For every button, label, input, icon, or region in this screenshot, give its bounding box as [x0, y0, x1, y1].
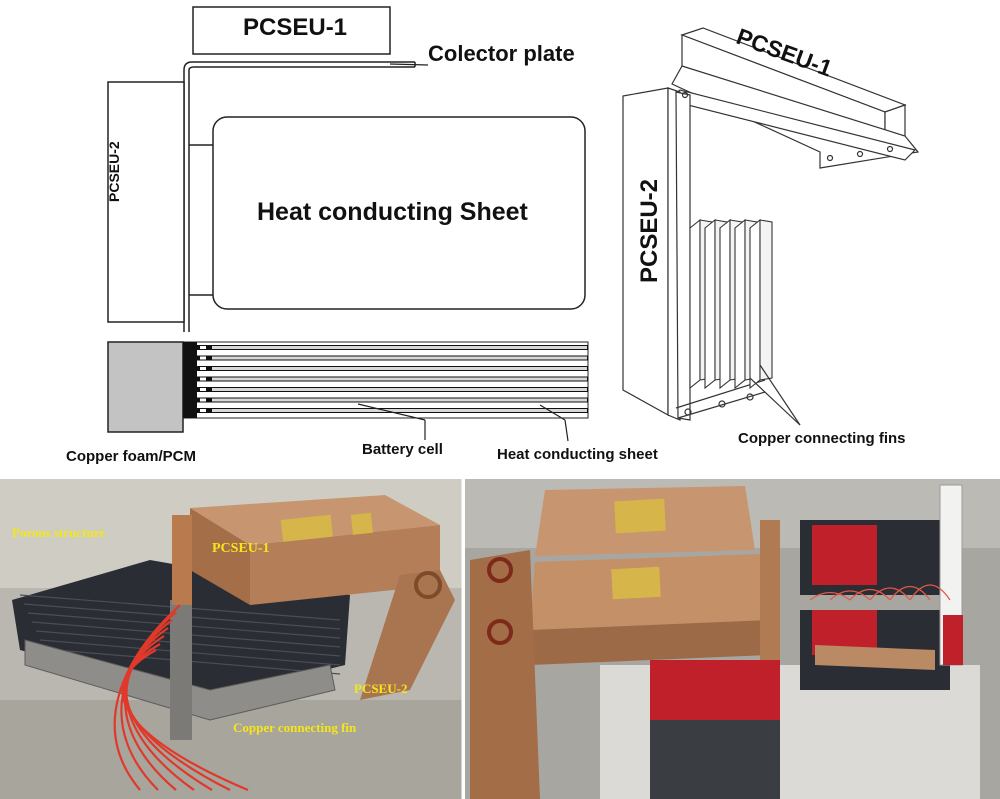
copper-fin-3d — [719, 218, 731, 390]
pcseu2-label-2d: PCSEU-2 — [106, 141, 122, 202]
copper-fin-3d — [734, 218, 746, 390]
pcseu1-photo-label: PCSEU-1 — [212, 541, 270, 556]
copper-foam-pcm-label: Copper foam/PCM — [66, 448, 197, 465]
battery-cell-stack — [183, 342, 588, 418]
schematic-2d — [107, 6, 586, 332]
collector-plate-label: Colector plate — [428, 41, 575, 66]
copper-fin-3d — [704, 218, 716, 390]
copper-fin-photo-label: Copper connecting fin — [233, 720, 357, 735]
battery-pack-2d — [107, 63, 589, 442]
battery-cell-label: Battery cell — [362, 441, 443, 458]
copper-fin-3d — [689, 218, 701, 390]
heat-conducting-sheet-label: Heat conducting Sheet — [257, 198, 528, 226]
copper-fins-label: Copper connecting fins — [738, 430, 906, 447]
pcseu1-label-2d: PCSEU-1 — [243, 14, 348, 41]
pcseu1-block — [192, 6, 391, 55]
pcseu2-block — [107, 81, 185, 323]
thermocouple-wires — [113, 604, 249, 792]
collector-plate — [183, 61, 415, 332]
pcseu2-photo-label: PCSEU-2 — [354, 681, 408, 696]
copper-foam-pcm-block — [107, 341, 184, 433]
copper-fin-3d — [749, 218, 761, 390]
heat-conducting-sheet-label-bottom: Heat conducting sheet — [497, 446, 658, 463]
fin-base-plate — [675, 91, 691, 421]
tape-patch-2 — [350, 512, 373, 535]
schematic-3d — [622, 27, 920, 426]
copper-fins-3d — [689, 218, 773, 390]
aluminum-frame — [24, 639, 336, 721]
tape-patch-1 — [280, 514, 333, 542]
heat-conducting-sheet — [212, 116, 586, 310]
pcseu2-photo — [360, 570, 455, 700]
pcseu1-photo-front — [190, 508, 250, 605]
pcseu2-label-3d: PCSEU-2 — [636, 178, 663, 283]
photo-left — [0, 478, 462, 799]
porous-structure-label: Porous structure — [12, 525, 106, 540]
photo-right — [465, 478, 1000, 799]
